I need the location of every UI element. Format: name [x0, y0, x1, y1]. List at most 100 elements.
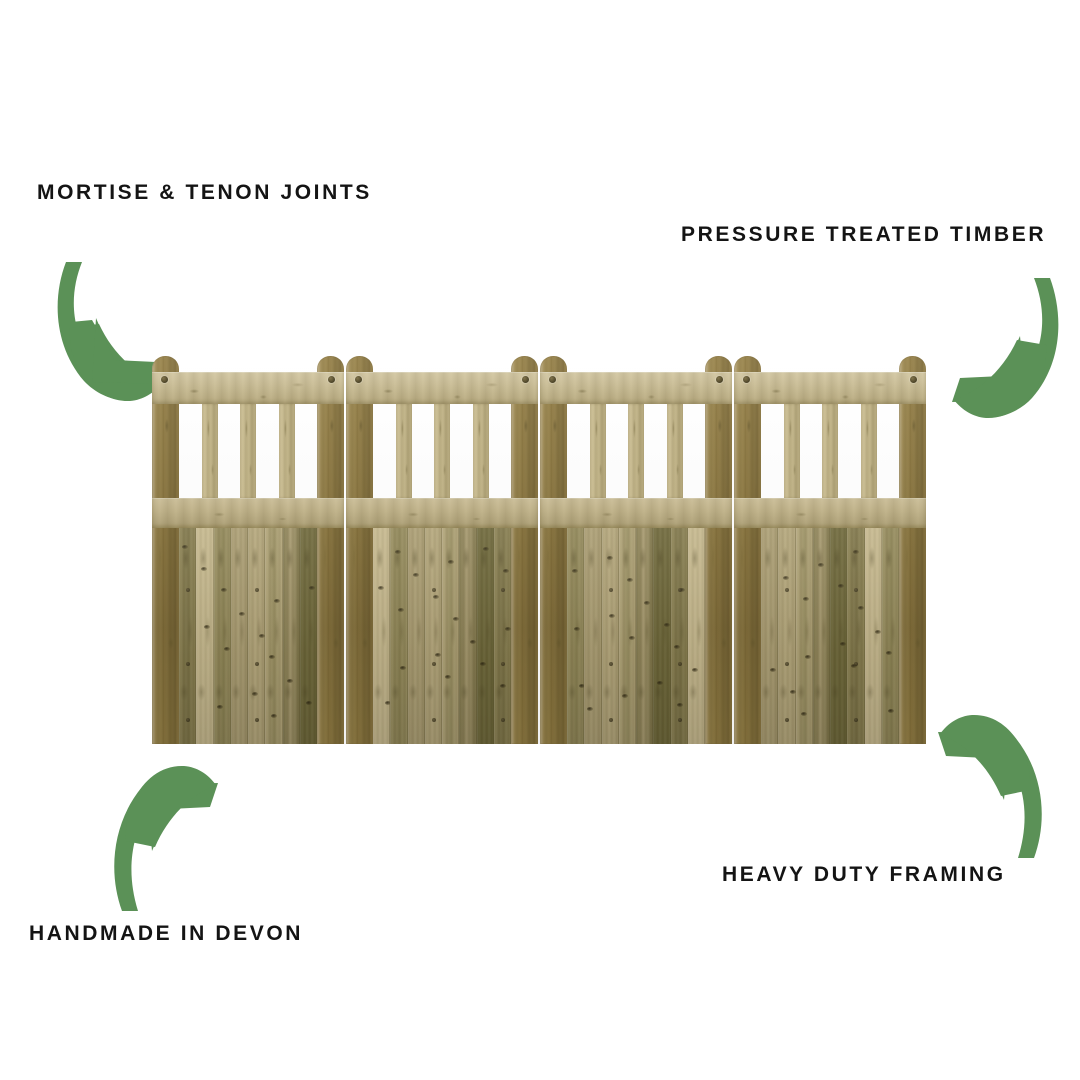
gate-board: [653, 528, 671, 744]
curved-arrow-down-right-icon: [44, 242, 184, 402]
gate-board: [390, 528, 408, 744]
spindle-gap: [218, 404, 241, 498]
nail-head-icon: [677, 588, 682, 593]
nail-head-icon: [431, 588, 436, 593]
gate-spindle-section: [373, 404, 511, 498]
wood-knot: [857, 605, 864, 610]
screw-head-icon: [743, 376, 750, 383]
spindle-gap: [295, 404, 318, 498]
gate-board: [213, 528, 232, 744]
wood-knot: [606, 556, 613, 561]
wood-knot: [885, 651, 892, 656]
nail-head-icon: [500, 718, 505, 723]
wood-knot: [216, 705, 223, 710]
gate-spindle-section: [761, 404, 899, 498]
nail-head-icon: [677, 718, 682, 723]
gate-spindle: [201, 404, 218, 498]
gate-spindle-section: [179, 404, 317, 498]
gate-board: [476, 528, 495, 744]
wood-knot: [621, 694, 628, 699]
wooden-gate-set-image: [152, 356, 926, 744]
gate-board: [670, 528, 689, 744]
wood-knot: [452, 616, 459, 621]
wood-knot: [286, 679, 293, 684]
nail-head-icon: [500, 588, 505, 593]
wood-knot: [800, 711, 807, 716]
wood-knot: [586, 707, 593, 712]
wood-knot: [674, 644, 681, 649]
nail-head-icon: [854, 661, 859, 666]
wood-knot: [412, 573, 419, 578]
screw-head-icon: [716, 376, 723, 383]
screw-head-icon: [522, 376, 529, 383]
gate-spindle: [278, 404, 295, 498]
gate-top-rail: [152, 372, 344, 404]
callout-label-mortise-tenon-joints: MORTISE & TENON JOINTS: [37, 181, 372, 204]
wood-knot: [482, 547, 489, 552]
screw-head-icon: [161, 376, 168, 383]
spindle-gap: [644, 404, 667, 498]
nail-head-icon: [186, 588, 191, 593]
gate-board: [761, 528, 779, 744]
gate-spindle: [589, 404, 606, 498]
gate-spindle: [822, 404, 838, 498]
gate-board-panel: [179, 528, 317, 744]
gate-board: [265, 528, 283, 744]
wood-knot: [500, 683, 507, 688]
gate-stile-right: [705, 356, 732, 744]
gate-board: [493, 528, 511, 744]
gate-board: [248, 528, 266, 744]
wood-knot: [502, 569, 509, 574]
gate-board: [424, 528, 443, 744]
gate-mid-rail: [540, 498, 732, 528]
wood-knot: [676, 702, 683, 707]
gate-board-panel: [761, 528, 899, 744]
gate-stile-right: [511, 356, 538, 744]
gate-board: [881, 528, 899, 744]
gate-panel: [152, 356, 344, 744]
wood-knot: [238, 612, 245, 617]
wood-knot: [691, 668, 698, 673]
gate-board: [795, 528, 814, 744]
gate-panel: [540, 356, 732, 744]
wood-knot: [308, 586, 315, 591]
gate-stile-left: [734, 356, 761, 744]
wood-knot: [271, 713, 278, 718]
gate-board: [864, 528, 883, 744]
curved-arrow-up-left-icon: [922, 702, 1052, 862]
nail-head-icon: [608, 661, 613, 666]
gate-panel: [734, 356, 926, 744]
wood-knot: [273, 599, 280, 604]
nail-head-icon: [785, 718, 790, 723]
curved-arrow-down-left-icon: [932, 272, 1072, 419]
wood-knot: [818, 562, 825, 567]
gate-mid-rail: [152, 498, 344, 528]
gate-board: [584, 528, 602, 744]
nail-head-icon: [431, 718, 436, 723]
nail-head-icon: [255, 588, 260, 593]
nail-head-icon: [854, 718, 859, 723]
wood-knot: [850, 664, 857, 669]
spindle-gap: [800, 404, 823, 498]
wood-knot: [203, 625, 210, 630]
nail-head-icon: [677, 661, 682, 666]
nail-head-icon: [186, 661, 191, 666]
wood-knot: [679, 588, 686, 593]
nail-head-icon: [431, 661, 436, 666]
screw-head-icon: [328, 376, 335, 383]
gate-mid-rail: [346, 498, 538, 528]
gate-stile-left: [346, 356, 373, 744]
wood-knot: [840, 642, 847, 647]
wood-knot: [400, 666, 407, 671]
curved-arrow-up-right-icon: [104, 752, 234, 917]
wood-knot: [445, 674, 452, 679]
gate-top-rail: [540, 372, 732, 404]
spindle-gap: [838, 404, 861, 498]
gate-spindle: [783, 404, 800, 498]
spindle-gap: [256, 404, 279, 498]
gate-board: [407, 528, 426, 744]
gate-top-rail: [734, 372, 926, 404]
gate-board: [179, 528, 197, 744]
gate-board: [618, 528, 637, 744]
